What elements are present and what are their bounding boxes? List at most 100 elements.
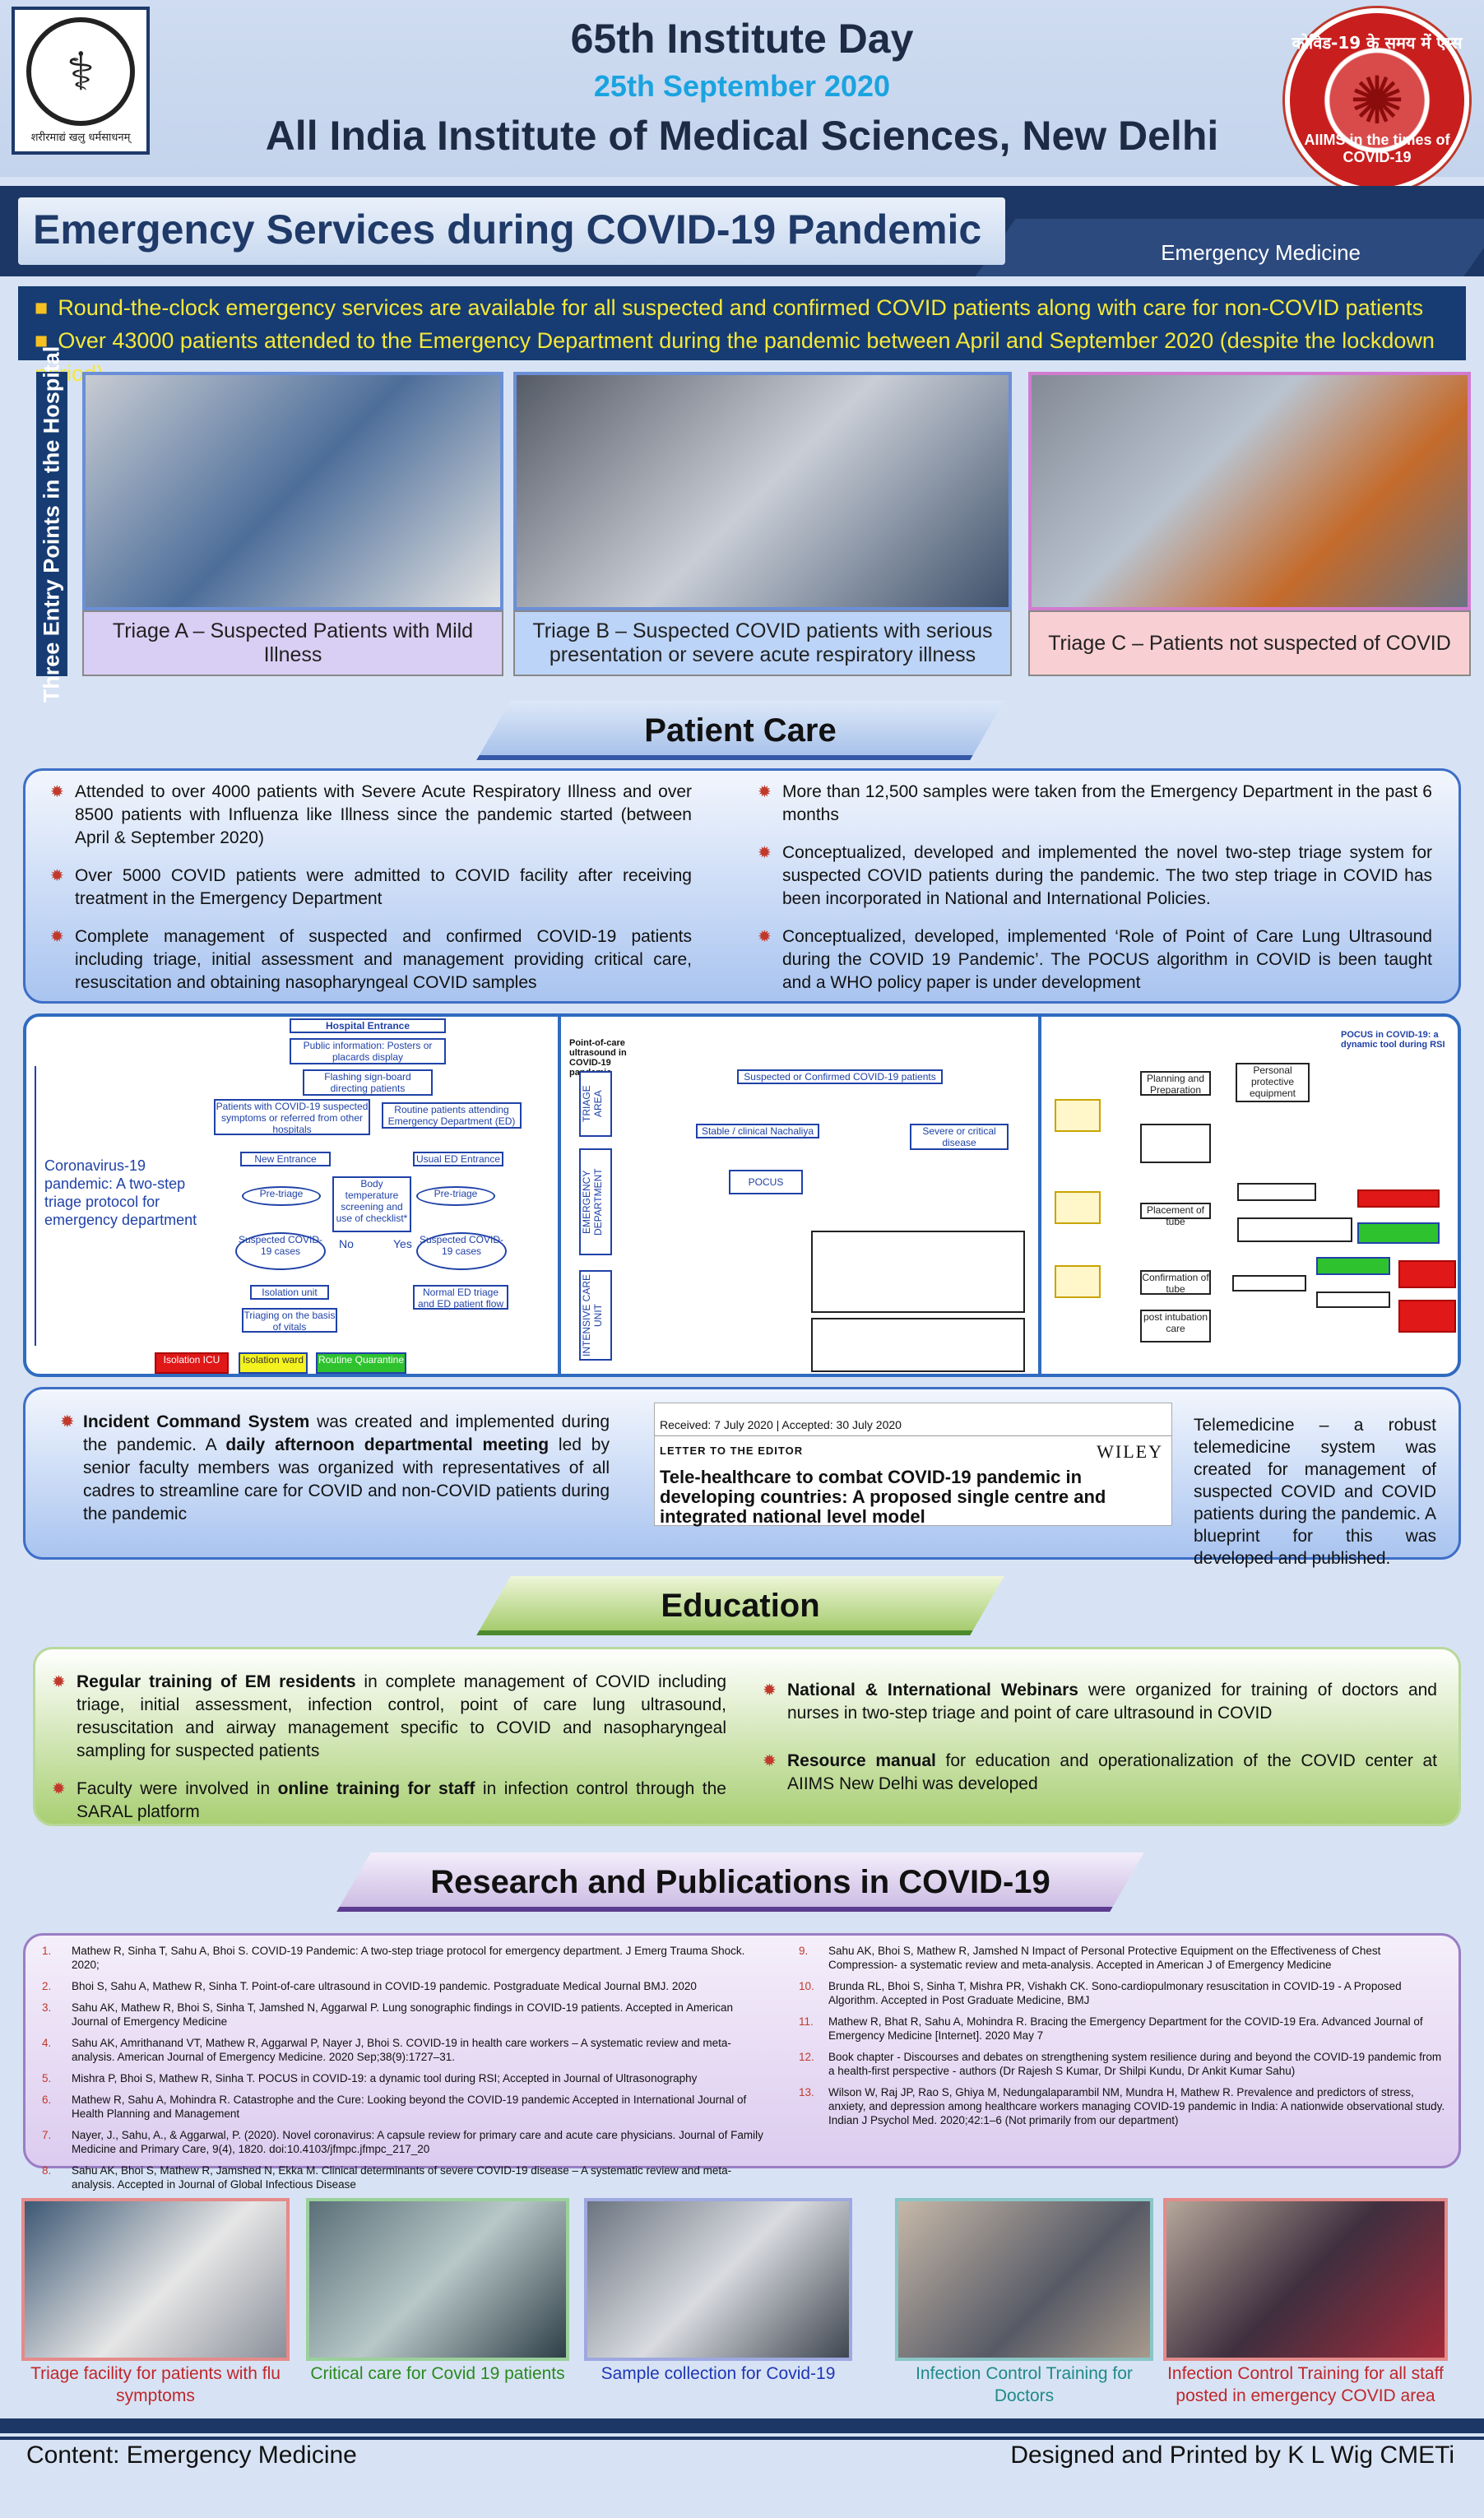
reference-number: 8.: [42, 2164, 52, 2177]
pocus-stable-box: Stable / clinical Nachaliya: [696, 1124, 819, 1138]
patient-care-heading: Patient Care: [476, 701, 1004, 760]
reference-item: 9.Sahu AK, Bhoi S, Mathew R, Jamshed N I…: [799, 1944, 1449, 1972]
caption-sample-collection: Sample collection for Covid-19: [601, 2364, 836, 2383]
rsi-title: POCUS in COVID-19: a dynamic tool during…: [1341, 1030, 1445, 1050]
footer-content-credit: Content: Emergency Medicine: [26, 2441, 357, 2469]
reference-number: 10.: [799, 1980, 814, 1992]
intensive-care-label: INTENSIVE CARE UNIT: [579, 1270, 612, 1361]
triage-c: Triage C – Patients not suspected of COV…: [1028, 372, 1471, 679]
rsi-diagram: POCUS in COVID-19: a dynamic tool during…: [1045, 1017, 1461, 1374]
triage-area-label: TRIAGE AREA: [579, 1071, 612, 1137]
education-point: Regular training of EM residents in comp…: [52, 1671, 726, 1763]
rsi-yellow-1: [1055, 1099, 1101, 1132]
footer-strip: [0, 2418, 1484, 2433]
reference-item: 4. Sahu AK, Amrithanand VT, Mathew R, Agg…: [42, 2036, 766, 2064]
reference-number: 13.: [799, 2086, 814, 2098]
poster-header: ⚕ शरीरमाद्यं खलु धर्मसाधनम् 65th Institu…: [0, 0, 1484, 177]
normal-ed-box: Normal ED triage and ED patient flow: [413, 1285, 508, 1310]
pretriage-right: Pre-triage: [416, 1186, 495, 1206]
research-panel: 1. Mathew R, Sinha T, Sahu A, Bhoi S. COV…: [23, 1933, 1461, 2191]
triage-c-photo: [1028, 372, 1471, 610]
reference-item: 2. Bhoi S, Sahu A, Mathew R, Sinha T. Poi…: [42, 1979, 766, 1993]
reference-number: 3.: [42, 2001, 52, 2014]
triage-a-caption: Triage A – Suspected Patients with Mild …: [82, 610, 503, 676]
reference-text: Sahu AK, Bhoi S, Mathew R, Jamshed N, Ek…: [72, 2164, 732, 2191]
footer-strip-thin: [0, 2437, 1484, 2440]
reference-item: 1. Mathew R, Sinha T, Sahu A, Bhoi S. COV…: [42, 1944, 766, 1972]
reference-text: Sahu AK, Amrithanand VT, Mathew R, Aggar…: [72, 2037, 731, 2063]
highlight-item: Over 43000 patients attended to the Emer…: [35, 324, 1449, 390]
patient-care-panel: Attended to over 4000 patients with Seve…: [23, 768, 1461, 1004]
letter-tag: LETTER TO THE EDITOR: [660, 1444, 804, 1457]
covid-logo-english: AIIMS in the times of COVID-19: [1304, 132, 1450, 165]
entry-points-label: Three Entry Points in the Hospital: [36, 345, 67, 703]
caduceus-icon: ⚕: [26, 17, 135, 126]
photo-doctor-training: [895, 2198, 1153, 2361]
education-point: Faculty were involved in online training…: [52, 1778, 726, 1824]
rsi-green-1: [1357, 1222, 1440, 1244]
screening-box: Body temperature screening and use of ch…: [332, 1176, 411, 1232]
education-point: Resource manual for education and operat…: [763, 1750, 1437, 1796]
patient-care-left: Attended to over 4000 patients with Seve…: [50, 781, 692, 1009]
patient-care-point: Attended to over 4000 patients with Seve…: [50, 781, 692, 850]
yes-label: Yes: [393, 1237, 412, 1250]
reference-item: 7.Nayer, J., Sahu, A., & Aggarwal, P. (2…: [42, 2128, 766, 2156]
hospital-entrance-box: Hospital Entrance: [290, 1018, 446, 1033]
reference-text: Mathew R, Sahu A, Mohindra R. Catastroph…: [72, 2094, 747, 2120]
suspected-patients-box: Patients with COVID-19 suspected symptom…: [214, 1099, 370, 1135]
pocus-severe-box: Severe or critical disease: [910, 1124, 1009, 1150]
pocus-diagram: Point-of-care ultrasound in COVID-19 pan…: [564, 1017, 1041, 1374]
pocus-box: POCUS: [729, 1170, 803, 1194]
education-point: National & International Webinars were o…: [763, 1679, 1437, 1725]
reference-number: 7.: [42, 2129, 52, 2141]
rsi-left-lung: [1232, 1275, 1306, 1291]
education-panel: Regular training of EM residents in comp…: [33, 1647, 1461, 1826]
reference-text: Sahu AK, Mathew R, Bhoi S, Sinha T, Jams…: [72, 2001, 733, 2028]
paper-title: Coronavirus-19 pandemic: A two-step tria…: [44, 1157, 197, 1228]
rsi-yellow-3: [1055, 1265, 1101, 1298]
reference-number: 12.: [799, 2051, 814, 2063]
institute-name: All India Institute of Medical Sciences,…: [265, 113, 1219, 159]
patient-care-point: Over 5000 COVID patients were admitted t…: [50, 865, 692, 911]
public-info-box: Public information: Posters or placards …: [290, 1038, 446, 1064]
triage-a: Triage A – Suspected Patients with Mild …: [82, 372, 503, 679]
reference-item: 5.Mishra P, Bhoi S, Mathew R, Sinha T. P…: [42, 2071, 766, 2085]
reference-text: Brunda RL, Bhoi S, Sinha T, Mishra PR, V…: [828, 1980, 1402, 2006]
key-highlights: Round-the-clock emergency services are a…: [18, 286, 1466, 386]
education-heading: Education: [476, 1576, 1004, 1635]
routine-patients-box: Routine patients attending Emergency Dep…: [382, 1102, 522, 1129]
reference-number: 1.: [42, 1945, 52, 1957]
pocus-algorithm-box: [811, 1231, 1025, 1313]
reference-text: Mathew R, Bhat R, Sahu A, Mohindra R. Br…: [828, 2015, 1423, 2042]
patient-care-point: Conceptualized, developed and implemente…: [758, 842, 1432, 911]
reference-number: 2.: [42, 1980, 52, 1992]
triage-b: Triage B – Suspected COVID patients with…: [513, 372, 1012, 679]
department-label: Emergency Medicine: [1161, 240, 1361, 265]
pocus-icu-box: [811, 1318, 1025, 1372]
usual-entrance-box: Usual ED Entrance: [413, 1152, 503, 1166]
reference-text: Sahu AK, Bhoi S, Mathew R, Jamshed N Imp…: [828, 1945, 1381, 1971]
reference-item: 11.Mathew R, Bhat R, Sahu A, Mohindra R.…: [799, 2015, 1449, 2043]
reference-text: Bhoi S, Sahu A, Mathew R, Sinha T. Point…: [72, 1980, 697, 1992]
covid-logo: कोविड-19 के समय में एम्स ✺ AIIMS in the …: [1285, 8, 1469, 192]
reference-text: Wilson W, Raj JP, Rao S, Ghiya M, Nedung…: [828, 2086, 1445, 2126]
reference-number: 5.: [42, 2072, 52, 2084]
routine-quarantine-box: Routine Quarantine: [316, 1352, 406, 1374]
letter-dates: Received: 7 July 2020 | Accepted: 30 Jul…: [655, 1418, 1171, 1436]
footer-design-credit: Designed and Printed by K L Wig CMETi: [1010, 2441, 1454, 2469]
pretriage-left: Pre-triage: [242, 1186, 321, 1206]
reference-item: 8. Sahu AK, Bhoi S, Mathew R, Jamshed N, …: [42, 2163, 766, 2191]
new-entrance-box: New Entrance: [240, 1152, 331, 1166]
event-title: 65th Institute Day: [570, 16, 914, 62]
triage-c-caption: Triage C – Patients not suspected of COV…: [1028, 610, 1471, 676]
suspected-decision-right: Suspected COVID-19 cases: [416, 1232, 507, 1270]
rsi-ppe-box: Personal protective equipment: [1236, 1063, 1310, 1102]
vitals-triage-box: Triaging on the basis of vitals: [242, 1308, 337, 1333]
isolation-icu-box: Isolation ICU: [155, 1352, 229, 1374]
photo-sample-collection: [584, 2198, 852, 2361]
rsi-placement-box: Placement of tube: [1140, 1203, 1211, 1227]
photo-staff-training: [1163, 2198, 1448, 2361]
reference-text: Mathew R, Sinha T, Sahu A, Bhoi S. COVID…: [72, 1945, 745, 1971]
reference-number: 4.: [42, 2037, 52, 2049]
caption-critical-care: Critical care for Covid 19 patients: [310, 2364, 565, 2383]
